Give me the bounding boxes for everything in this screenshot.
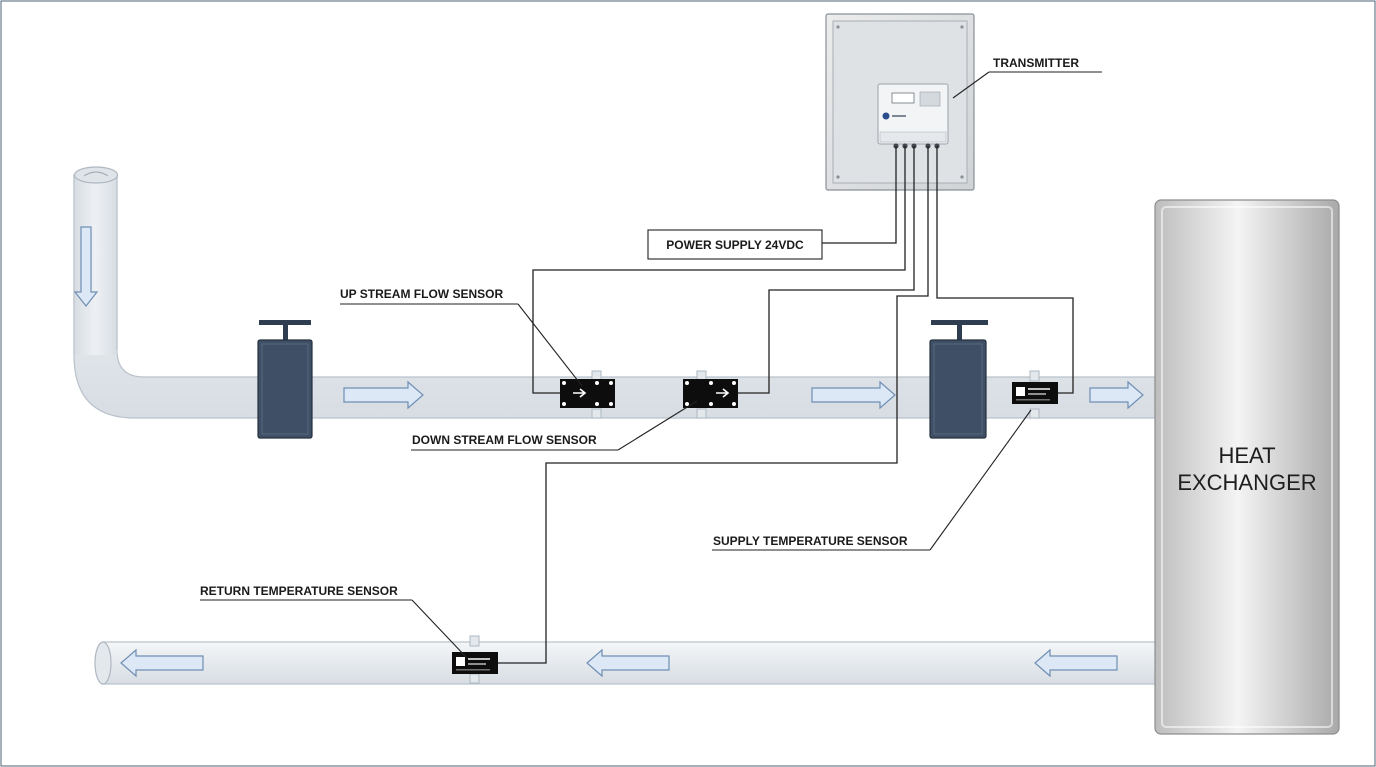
flow-arrow-right (343, 380, 424, 410)
return-temperature-sensor (452, 635, 498, 684)
upstream-sensor-label: UP STREAM FLOW SENSOR (340, 287, 503, 301)
flow-arrow-right (811, 380, 896, 410)
flow-arrow-right (1089, 380, 1144, 410)
label-leaders (200, 71, 1102, 659)
supply-temperature-sensor (1012, 370, 1058, 419)
arrow-icon (716, 388, 730, 398)
heat-exchanger-label-line2: EXCHANGER (1177, 470, 1316, 495)
brand-logo-icon (882, 112, 890, 120)
transmitter-label: TRANSMITTER (993, 56, 1079, 70)
arrow-icon (573, 388, 587, 398)
heat-exchanger: HEAT EXCHANGER (1154, 199, 1340, 735)
transmitter-enclosure (825, 13, 975, 191)
transmitter-keypad (919, 91, 941, 107)
signal-wiring (498, 146, 1074, 664)
pipe-open-end (94, 641, 112, 685)
heat-exchanger-label-line1: HEAT (1218, 443, 1275, 468)
downstream-sensor-label: DOWN STREAM FLOW SENSOR (412, 433, 597, 447)
upstream-flow-sensor (560, 370, 615, 419)
flow-arrows (73, 226, 1144, 678)
return-temperature-sensor-label: RETURN TEMPERATURE SENSOR (200, 584, 398, 598)
flow-arrow-left (120, 648, 204, 678)
flow-arrow-left (586, 648, 670, 678)
valve-inlet (257, 320, 313, 439)
power-supply-label: POWER SUPPLY 24VDC (666, 238, 804, 252)
logo-icon (1016, 387, 1025, 396)
flow-arrow-left (1034, 648, 1118, 678)
transmitter-display (891, 92, 915, 104)
logo-icon (456, 657, 465, 666)
downstream-flow-sensor (683, 370, 738, 419)
pipe-open-end (73, 166, 119, 184)
valve-outlet (929, 320, 988, 439)
power-supply-label-box: POWER SUPPLY 24VDC (647, 229, 823, 260)
flow-arrow-down (73, 226, 99, 307)
supply-temperature-sensor-label: SUPPLY TEMPERATURE SENSOR (713, 534, 908, 548)
